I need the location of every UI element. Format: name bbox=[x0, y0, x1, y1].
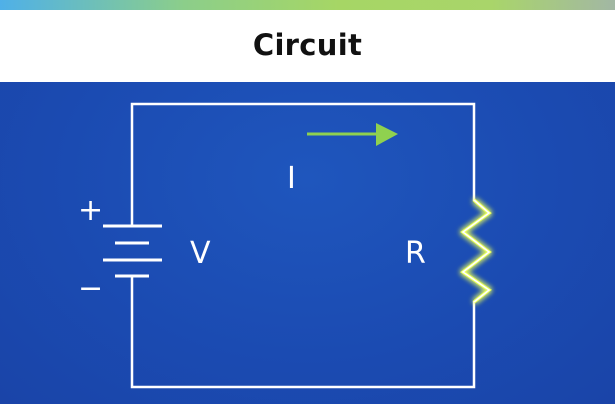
current-arrow-icon bbox=[307, 123, 398, 146]
header: Circuit bbox=[0, 10, 615, 82]
resistance-label: R bbox=[405, 236, 426, 271]
accent-gradient-bar bbox=[0, 0, 615, 10]
minus-sign: − bbox=[78, 271, 103, 306]
diagram-canvas bbox=[0, 82, 615, 404]
voltage-label: V bbox=[190, 236, 211, 271]
plus-sign: + bbox=[78, 193, 103, 228]
battery-symbol bbox=[103, 224, 162, 278]
page-title: Circuit bbox=[252, 28, 363, 62]
wire-bottom bbox=[130, 274, 476, 389]
current-label: I bbox=[287, 161, 296, 196]
wire-top-left bbox=[130, 102, 476, 228]
resistor-core bbox=[461, 199, 491, 303]
